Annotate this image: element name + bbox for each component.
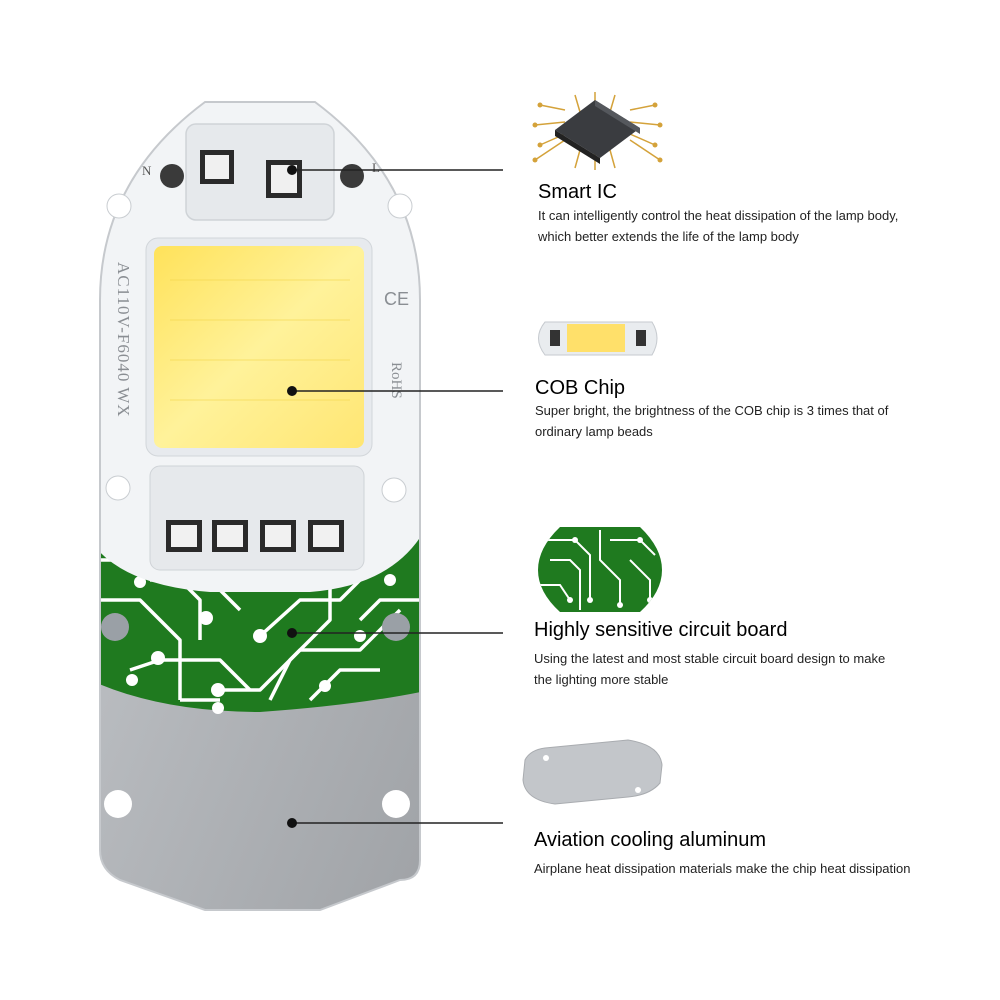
cob-emitter — [145, 237, 373, 457]
ic-chip-icon — [532, 92, 663, 170]
feature-description-line: ordinary lamp beads — [535, 424, 653, 439]
feature-description: Using the latest and most stable circuit… — [534, 648, 954, 690]
feature-title: Highly sensitive circuit board — [534, 619, 788, 641]
feature-description-line: Using the latest and most stable circuit… — [534, 651, 886, 666]
feature-description-line: the lighting more stable — [534, 672, 669, 687]
feature-title: Aviation cooling aluminum — [534, 829, 766, 851]
circuit-board-icon — [538, 527, 662, 612]
screw-hole — [381, 477, 407, 503]
feature-description-line: Super bright, the brightness of the COB … — [535, 403, 889, 418]
pin-label-n: N — [142, 163, 152, 178]
screw-hole — [106, 193, 132, 219]
callout-lines — [292, 169, 503, 824]
mount-hole — [101, 613, 129, 641]
model-marking: AC110V-F6040 WX — [114, 262, 133, 418]
callout-dots — [287, 165, 297, 828]
feature-description: Super bright, the brightness of the COB … — [535, 400, 955, 442]
feature-title: Smart IC — [538, 181, 617, 203]
feature-description-line: which better extends the life of the lam… — [538, 229, 799, 244]
input-connector — [160, 123, 364, 221]
rohs-marking: RoHS — [388, 362, 404, 399]
feature-description-line: It can intelligently control the heat di… — [538, 208, 899, 223]
feature-description: It can intelligently control the heat di… — [538, 205, 958, 247]
pcb-pads — [126, 574, 396, 714]
screw-hole — [105, 475, 131, 501]
screw-hole — [387, 193, 413, 219]
feature-description-line: Airplane heat dissipation materials make… — [534, 861, 911, 876]
screw-hole — [104, 790, 132, 818]
cob-chip-icon — [538, 321, 658, 356]
screw-hole — [382, 790, 410, 818]
feature-title: COB Chip — [535, 377, 626, 399]
pin-label-l: L — [372, 160, 380, 175]
ce-marking: CE — [384, 289, 409, 309]
output-connector — [149, 465, 365, 571]
mount-hole — [382, 613, 410, 641]
aluminum-plate-icon — [522, 739, 663, 805]
feature-description: Airplane heat dissipation materials make… — [534, 858, 974, 879]
